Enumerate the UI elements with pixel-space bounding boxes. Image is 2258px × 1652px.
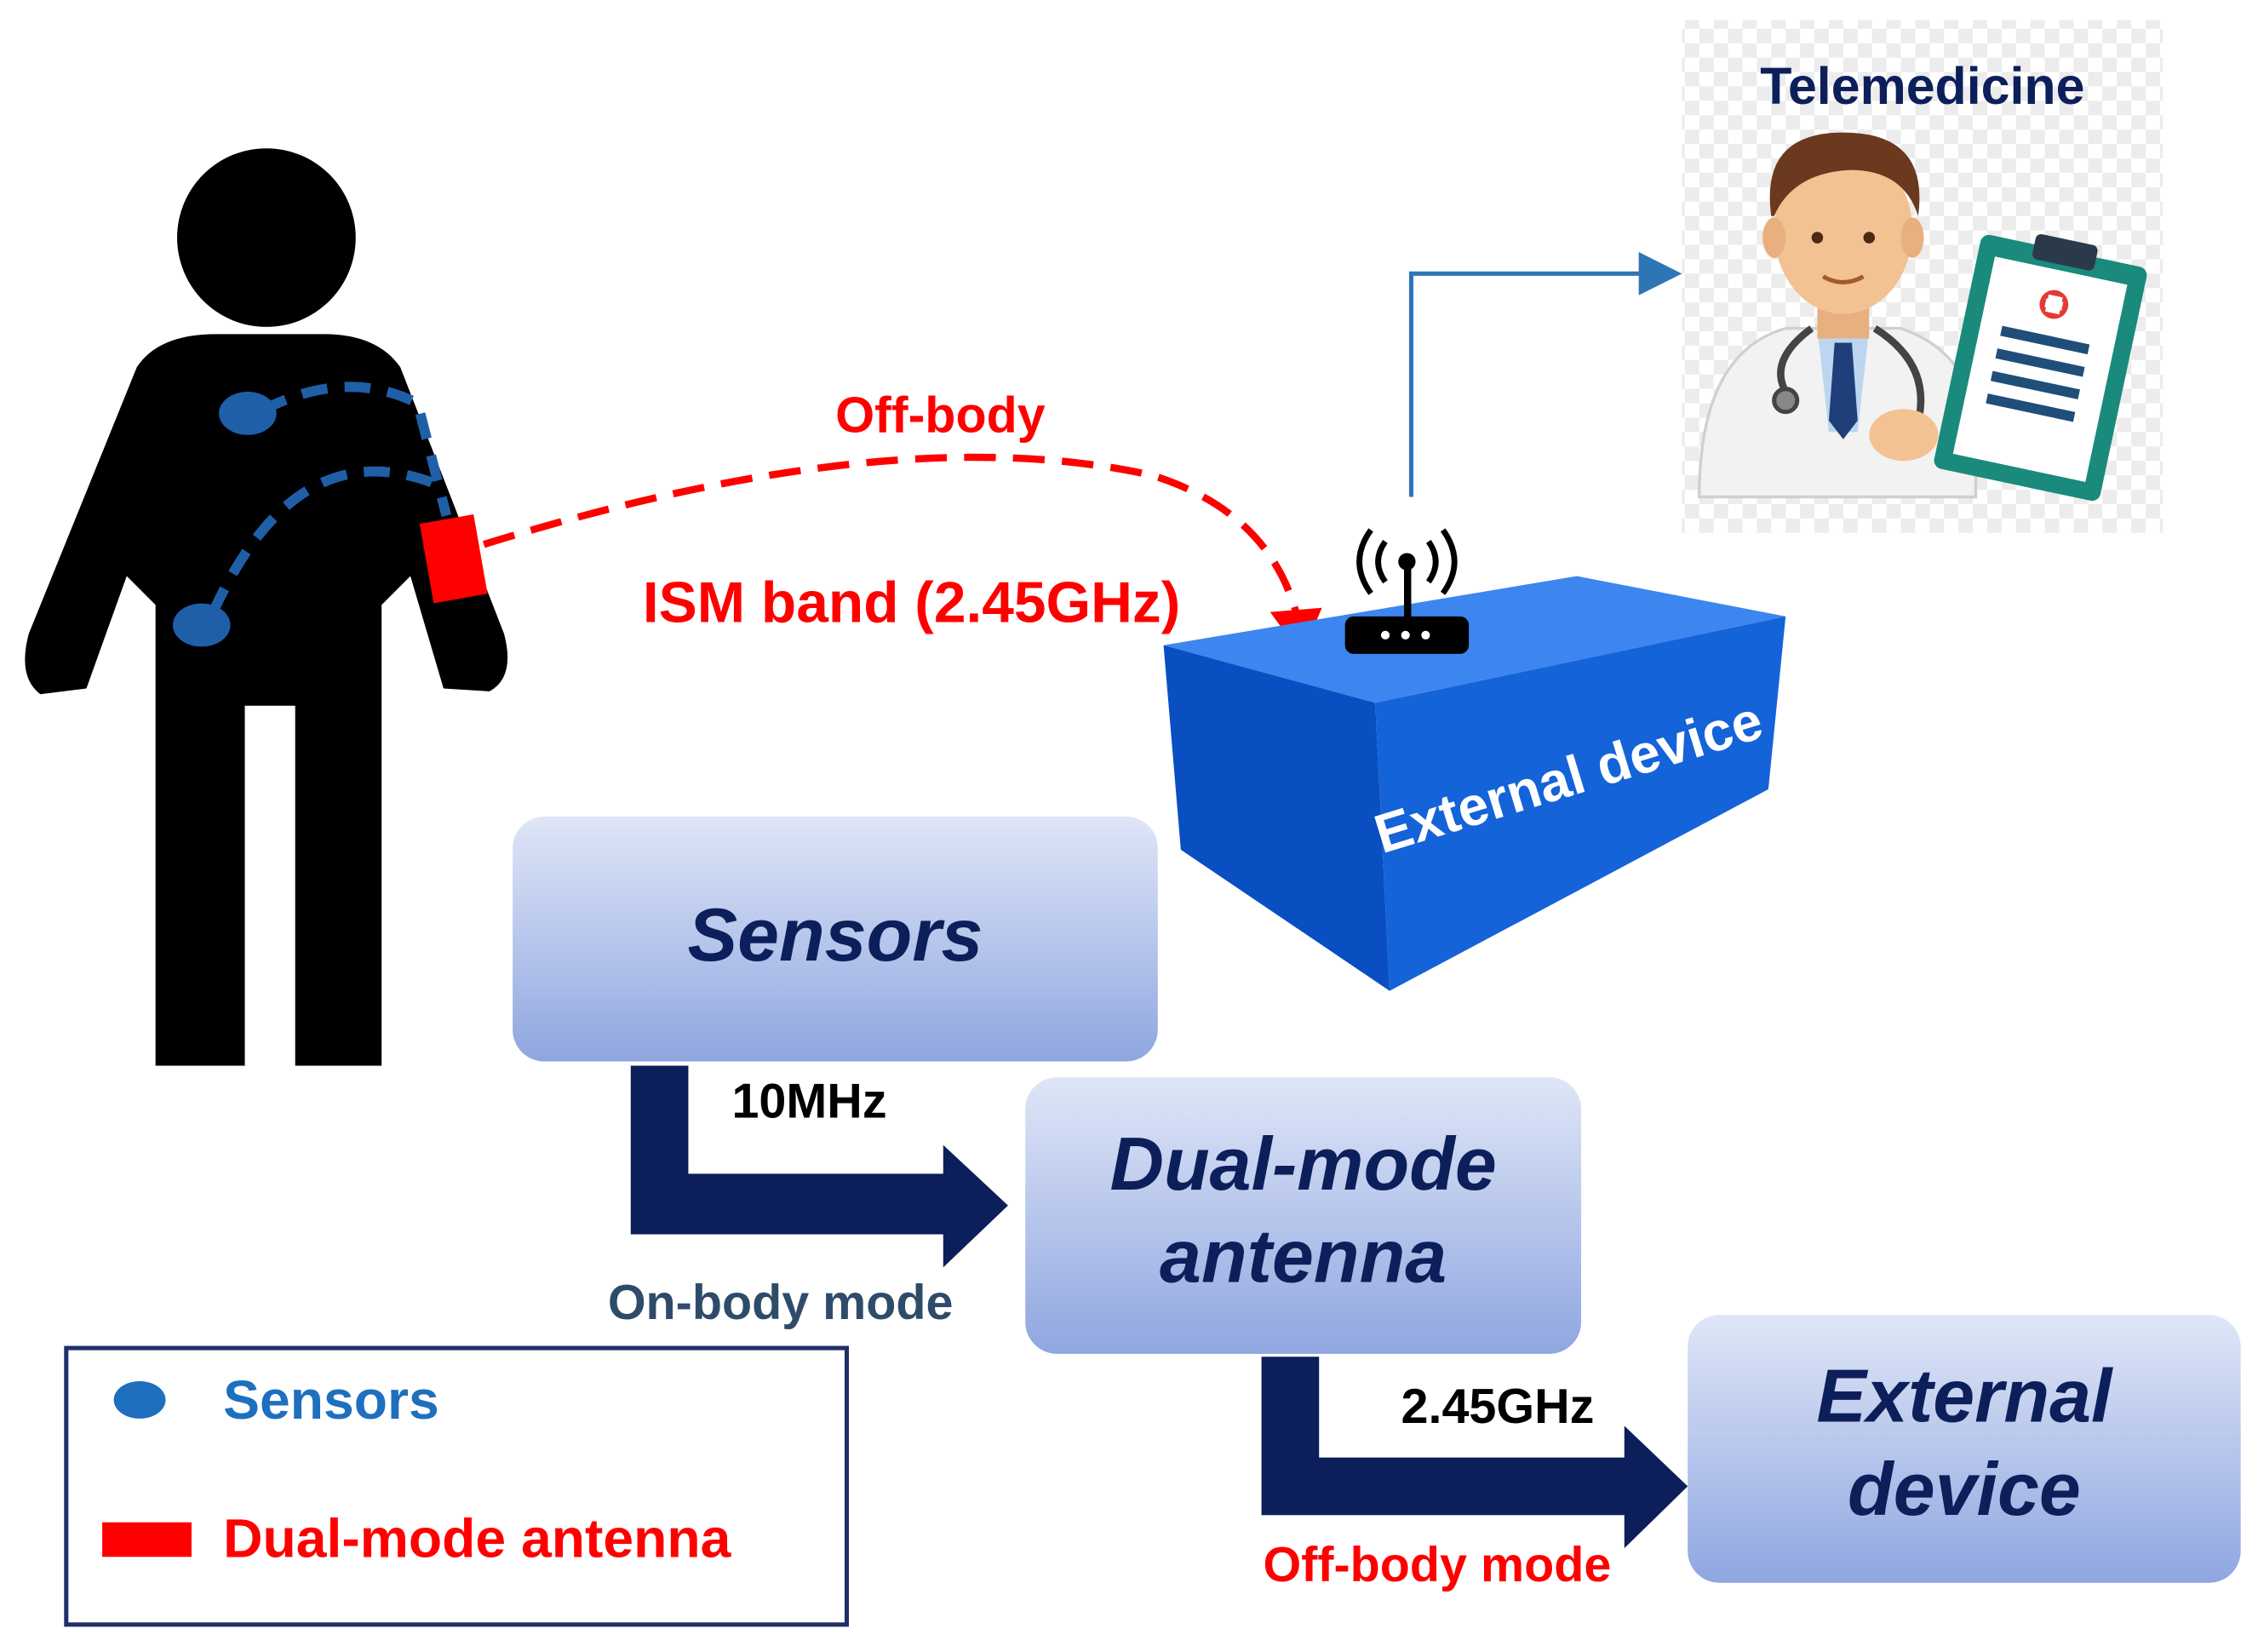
- off-body-mode-label: Off-body mode: [1263, 1538, 1611, 1592]
- on-body-mode-label: On-body mode: [608, 1276, 954, 1330]
- off-body-frequency: 2.45GHz: [1401, 1380, 1594, 1434]
- body-sensor-network: [172, 381, 488, 647]
- dual-mode-antenna-patch: [419, 514, 488, 604]
- telemedicine-panel: Telemedicine: [1682, 20, 2163, 533]
- sensors-box-label: Sensors: [687, 892, 983, 977]
- off-body-label: Off-body: [835, 386, 1046, 443]
- legend-antenna-label: Dual-mode antenna: [223, 1507, 731, 1569]
- doctor-icon: [1698, 132, 2147, 502]
- on-body-frequency: 10MHz: [731, 1074, 886, 1128]
- router-icon: [1344, 528, 1470, 654]
- telemedicine-title: Telemedicine: [1760, 57, 2084, 115]
- external-device-flow-box: External device: [1688, 1315, 2241, 1583]
- telemedicine-connector: [1408, 251, 1682, 497]
- external-device-box: External device: [1163, 576, 1786, 991]
- off-body-arrow: [1261, 1357, 1688, 1549]
- sensors-box: Sensors: [513, 816, 1158, 1062]
- sensor-dot-upper: [219, 392, 277, 435]
- human-figure: [25, 148, 508, 1066]
- legend: Sensors Dual-mode antenna: [64, 1345, 850, 1627]
- external-device-line2: device: [1848, 1447, 2081, 1531]
- sensor-dot-lower: [172, 603, 231, 647]
- dual-mode-antenna-box: Dual-mode antenna: [1025, 1077, 1582, 1354]
- on-body-arrow: [630, 1065, 1008, 1268]
- external-device-line1: External: [1816, 1353, 2113, 1437]
- dual-mode-antenna-line1: Dual-mode: [1109, 1121, 1496, 1206]
- legend-antenna-marker: [102, 1522, 192, 1557]
- dual-mode-antenna-line2: antenna: [1160, 1213, 1447, 1298]
- legend-sensors-label: Sensors: [223, 1369, 439, 1431]
- ism-band-label: ISM band (2.45GHz): [643, 571, 1180, 635]
- legend-sensor-marker: [113, 1380, 166, 1419]
